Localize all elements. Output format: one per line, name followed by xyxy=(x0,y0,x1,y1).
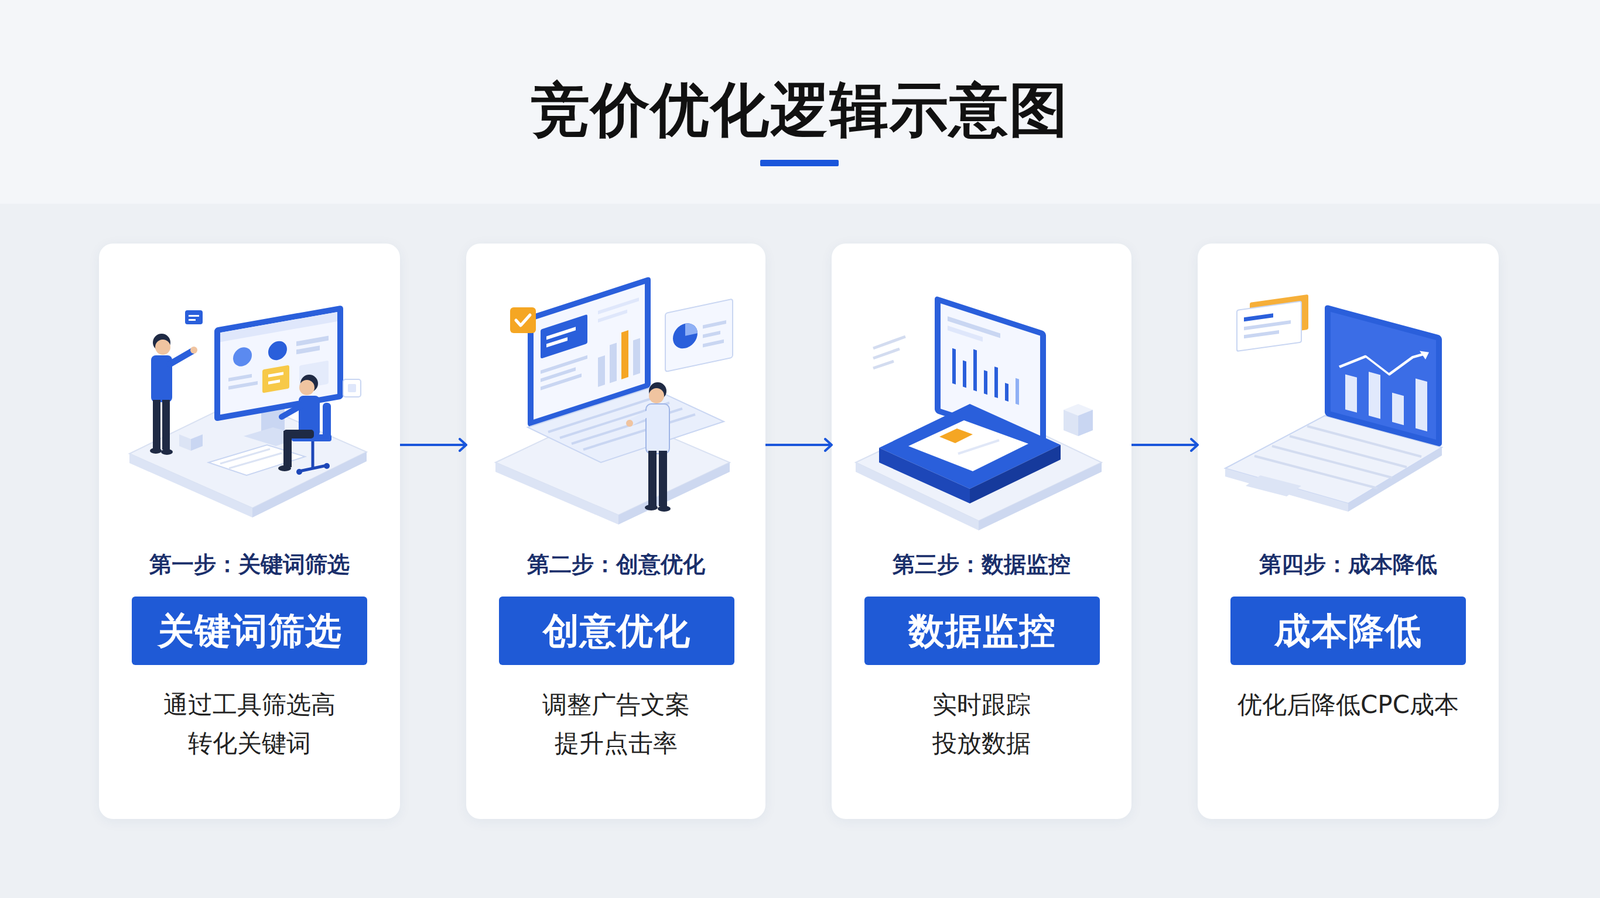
diagram-title: 竞价优化逻辑示意图 xyxy=(0,74,1600,146)
step-description: 通过工具筛选高 转化关键词 xyxy=(163,685,336,764)
step-heading: 第一步：关键词筛选 xyxy=(149,548,350,581)
step-heading: 第三步：数据监控 xyxy=(892,548,1071,581)
flow-arrow xyxy=(1131,443,1198,447)
step-card: 第三步：数据监控实时跟踪 投放数据 数据监控 xyxy=(831,243,1132,820)
flow-arrow xyxy=(400,443,467,447)
step-label-box: 创意优化 xyxy=(498,596,735,666)
step-label-text: 关键词筛选 xyxy=(157,606,343,656)
step-description: 调整广告文案 提升点击率 xyxy=(542,685,690,764)
title-underline xyxy=(760,159,839,167)
step-label-text: 成本降低 xyxy=(1274,606,1422,656)
step-label-box: 数据监控 xyxy=(864,596,1100,666)
step-description: 优化后降低CPC成本 xyxy=(1237,685,1459,725)
step-card: 第一步：关键词筛选通过工具筛选高 转化关键词 关键词筛选 xyxy=(98,243,400,820)
step-label-text: 数据监控 xyxy=(908,606,1056,656)
step-description: 实时跟踪 投放数据 xyxy=(932,685,1031,764)
step-heading: 第四步：成本降低 xyxy=(1259,548,1438,581)
step-label-box: 成本降低 xyxy=(1230,596,1466,666)
step-card: 第二步：创意优化调整广告文案 提升点击率 创意优化 xyxy=(466,243,766,820)
flow-arrow xyxy=(765,443,832,447)
step-label-text: 创意优化 xyxy=(542,606,691,656)
step-card: 第四步：成本降低优化后降低CPC成本 成本降低 xyxy=(1197,243,1499,820)
step-label-box: 关键词筛选 xyxy=(131,596,368,666)
step-heading: 第二步：创意优化 xyxy=(527,548,706,581)
